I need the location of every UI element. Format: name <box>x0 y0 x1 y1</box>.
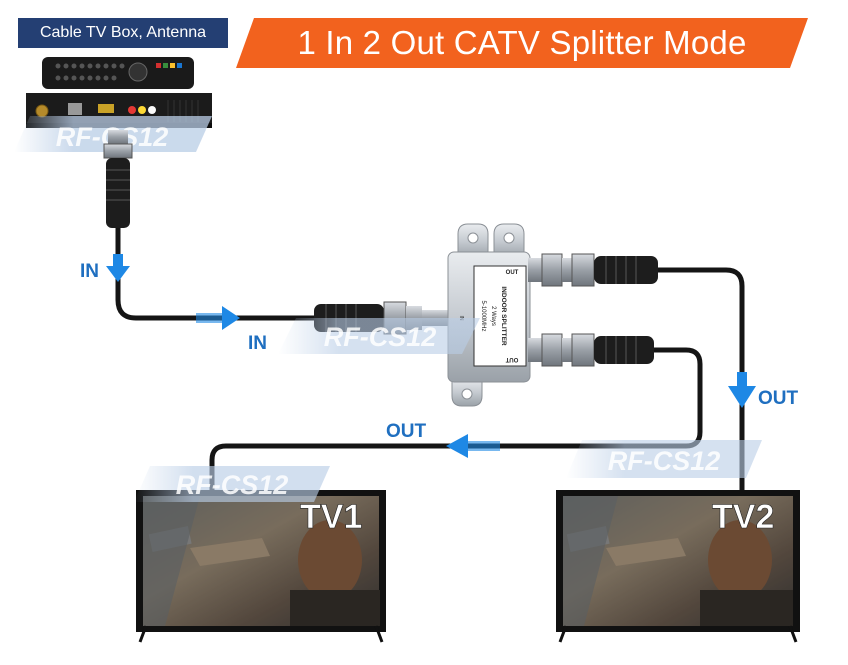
splitter-port-label-top: OUT <box>506 270 519 276</box>
input-connector-top <box>103 130 133 228</box>
flow-label-in-vertical: IN <box>80 261 99 282</box>
arrow-right-icon <box>196 306 240 330</box>
arrow-down-icon <box>106 254 130 282</box>
watermark-text: RF-CS12 <box>608 446 721 476</box>
page-title: 1 In 2 Out CATV Splitter Mode <box>297 24 747 61</box>
watermark-text: RF-CS12 <box>176 470 289 500</box>
watermark-box: RF-CS12 <box>566 440 762 478</box>
splitter-body-line2: 2 Ways <box>490 306 496 326</box>
tv2: TV2 <box>556 490 800 643</box>
output-connector-bottom <box>528 333 654 367</box>
watermark-box: RF-CS12 <box>278 318 480 354</box>
title-banner: 1 In 2 Out CATV Splitter Mode <box>236 18 808 68</box>
output-connector-top <box>528 253 658 287</box>
splitter-port-label-bottom: OUT <box>505 356 518 362</box>
splitter-body-line1: INDOOR SPLITTER <box>500 286 507 346</box>
watermark-box: RF-CS12 <box>134 466 330 502</box>
arrow-left-icon <box>446 434 500 458</box>
remote-control <box>42 57 194 89</box>
tv1-label: TV1 <box>300 498 362 536</box>
splitter-body-line3: 5-1000MHz <box>480 300 486 331</box>
tv1: TV1 <box>136 490 386 643</box>
input-cable <box>115 223 323 321</box>
flow-label-out-left: OUT <box>386 421 427 442</box>
flow-label-in-horizontal: IN <box>248 333 267 354</box>
splitter-device: OUT OUT INDOOR SPLITTER 2 Ways 5-1000MHz… <box>447 223 531 407</box>
source-label: Cable TV Box, Antenna <box>18 18 228 48</box>
arrow-down-icon <box>728 372 756 408</box>
watermark-text: RF-CS12 <box>324 322 437 352</box>
tv2-label: TV2 <box>712 498 774 536</box>
title-banner-shape <box>236 18 808 68</box>
flow-arrows <box>106 254 756 458</box>
output-cable-tv2 <box>655 267 745 495</box>
flow-label-out-right: OUT <box>758 388 799 409</box>
